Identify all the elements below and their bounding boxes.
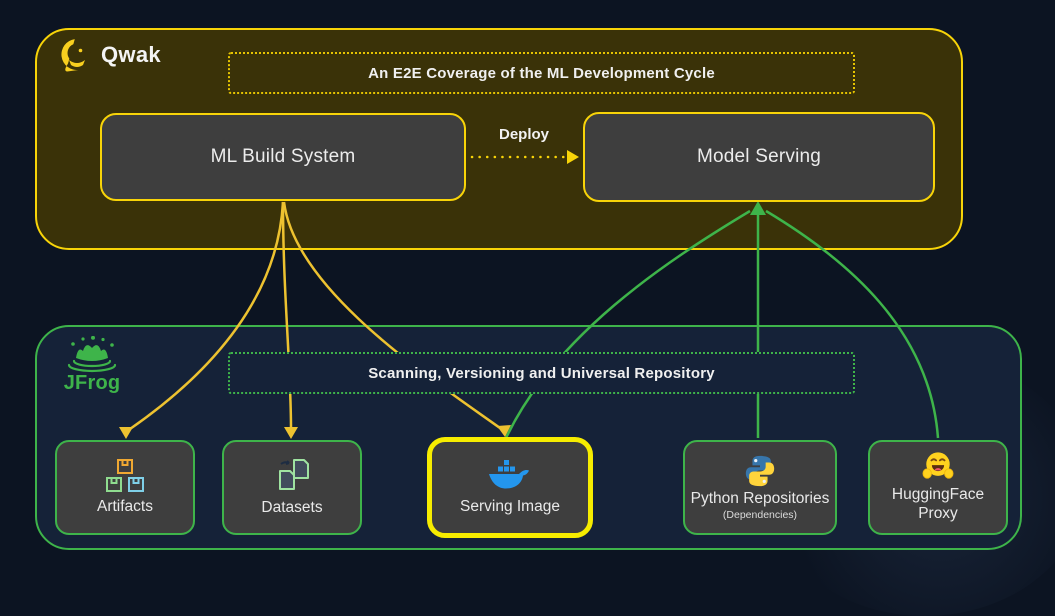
artifacts-packages-icon: [106, 458, 144, 492]
datasets-node: Datasets: [222, 440, 362, 535]
jfrog-frog-icon: [67, 336, 117, 373]
qwak-logo-text: Qwak: [101, 42, 161, 67]
ml-build-system-node: ML Build System: [100, 113, 466, 201]
ml-build-system-label: ML Build System: [210, 146, 356, 167]
jfrog-logo: JFrog: [60, 336, 124, 395]
qwak-duck-icon: [61, 39, 91, 72]
serving-image-node: Serving Image: [427, 437, 593, 538]
python-repositories-sublabel: (Dependencies): [722, 508, 798, 521]
e2e-coverage-banner-text: An E2E Coverage of the ML Development Cy…: [368, 64, 715, 82]
model-serving-node: Model Serving: [583, 112, 935, 202]
e2e-coverage-banner: An E2E Coverage of the ML Development Cy…: [228, 52, 855, 94]
jfrog-logo-text: JFrog: [63, 372, 121, 394]
python-repositories-node: Python Repositories (Dependencies): [683, 440, 837, 535]
docker-whale-icon: [489, 459, 529, 489]
artifacts-node: Artifacts: [55, 440, 195, 535]
datasets-label: Datasets: [261, 498, 323, 516]
python-repositories-label: Python Repositories: [690, 489, 830, 507]
huggingface-proxy-node: HuggingFace Proxy: [868, 440, 1008, 535]
huggingface-icon: [922, 452, 954, 480]
deploy-label: Deploy: [498, 126, 549, 143]
python-icon: [745, 455, 775, 487]
scanning-versioning-banner-text: Scanning, Versioning and Universal Repos…: [368, 364, 715, 382]
artifacts-label: Artifacts: [97, 497, 153, 515]
qwak-logo: Qwak: [60, 38, 161, 72]
serving-image-label: Serving Image: [460, 497, 560, 515]
scanning-versioning-banner: Scanning, Versioning and Universal Repos…: [228, 352, 855, 394]
diagram-canvas: An E2E Coverage of the ML Development Cy…: [35, 28, 1055, 616]
datasets-files-icon: [279, 458, 309, 490]
model-serving-label: Model Serving: [696, 146, 822, 167]
huggingface-proxy-label: HuggingFace Proxy: [891, 486, 985, 522]
